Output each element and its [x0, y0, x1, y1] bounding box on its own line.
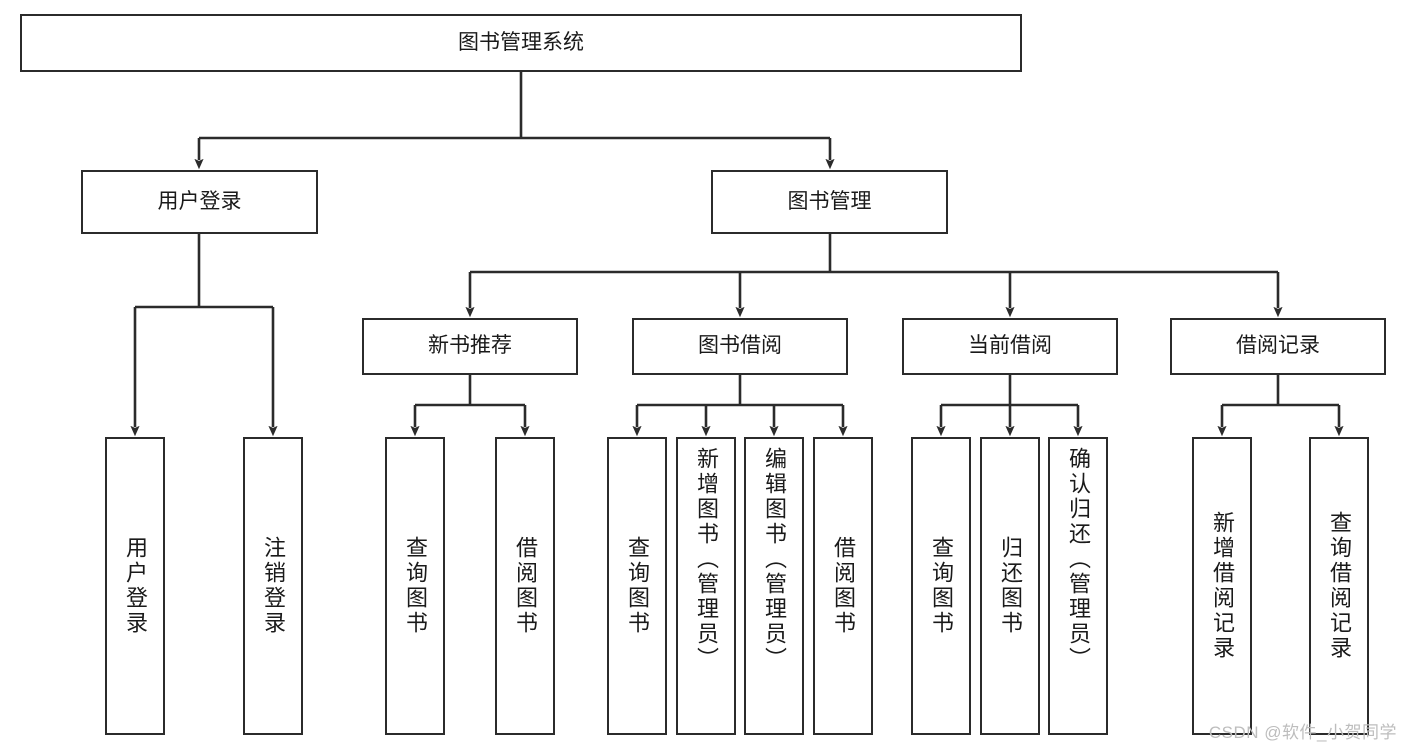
node-leaf-user-login[interactable]: 用户登录 — [105, 437, 165, 735]
node-new-book-rec-label: 新书推荐 — [428, 334, 512, 358]
node-leaf-edit-book-label: 编辑图书（管理员） — [762, 447, 787, 672]
node-user-login-label: 用户登录 — [157, 189, 242, 213]
node-leaf-return-book[interactable]: 归还图书 — [980, 437, 1040, 735]
node-leaf-query-book-2-label: 查询图书 — [625, 536, 650, 636]
node-leaf-add-record[interactable]: 新增借阅记录 — [1192, 437, 1252, 735]
node-leaf-confirm-return-label: 确认归还（管理员） — [1066, 447, 1091, 672]
node-root[interactable]: 图书管理系统 — [20, 14, 1022, 72]
node-book-manage-label: 图书管理 — [787, 189, 872, 213]
node-leaf-borrow-book-1[interactable]: 借阅图书 — [495, 437, 555, 735]
node-leaf-query-book-3-label: 查询图书 — [929, 536, 954, 636]
node-leaf-user-logout-label: 注销登录 — [261, 536, 286, 636]
node-leaf-query-record-label: 查询借阅记录 — [1327, 511, 1352, 661]
node-leaf-query-book-1-label: 查询图书 — [403, 536, 428, 636]
node-current-borrow-label: 当前借阅 — [968, 334, 1052, 358]
node-current-borrow[interactable]: 当前借阅 — [902, 318, 1118, 375]
node-book-manage[interactable]: 图书管理 — [711, 170, 948, 234]
node-leaf-user-logout[interactable]: 注销登录 — [243, 437, 303, 735]
node-leaf-query-book-1[interactable]: 查询图书 — [385, 437, 445, 735]
node-book-borrow-label: 图书借阅 — [698, 334, 782, 358]
node-root-label: 图书管理系统 — [458, 30, 584, 54]
node-leaf-borrow-book-1-label: 借阅图书 — [513, 536, 538, 636]
node-leaf-query-book-3[interactable]: 查询图书 — [911, 437, 971, 735]
node-leaf-borrow-book-2-label: 借阅图书 — [831, 536, 856, 636]
node-borrow-record-label: 借阅记录 — [1236, 334, 1320, 358]
node-leaf-borrow-book-2[interactable]: 借阅图书 — [813, 437, 873, 735]
node-user-login[interactable]: 用户登录 — [81, 170, 318, 234]
node-leaf-query-record[interactable]: 查询借阅记录 — [1309, 437, 1369, 735]
node-leaf-add-record-label: 新增借阅记录 — [1210, 511, 1235, 661]
node-leaf-query-book-2[interactable]: 查询图书 — [607, 437, 667, 735]
node-leaf-return-book-label: 归还图书 — [998, 536, 1023, 636]
watermark: CSDN @软件_小贺同学 — [1208, 723, 1397, 742]
node-leaf-edit-book[interactable]: 编辑图书（管理员） — [744, 437, 804, 735]
node-leaf-user-login-label: 用户登录 — [123, 536, 148, 636]
node-leaf-add-book-label: 新增图书（管理员） — [694, 447, 719, 672]
node-leaf-confirm-return[interactable]: 确认归还（管理员） — [1048, 437, 1108, 735]
node-book-borrow[interactable]: 图书借阅 — [632, 318, 848, 375]
node-borrow-record[interactable]: 借阅记录 — [1170, 318, 1386, 375]
node-new-book-rec[interactable]: 新书推荐 — [362, 318, 578, 375]
node-leaf-add-book[interactable]: 新增图书（管理员） — [676, 437, 736, 735]
